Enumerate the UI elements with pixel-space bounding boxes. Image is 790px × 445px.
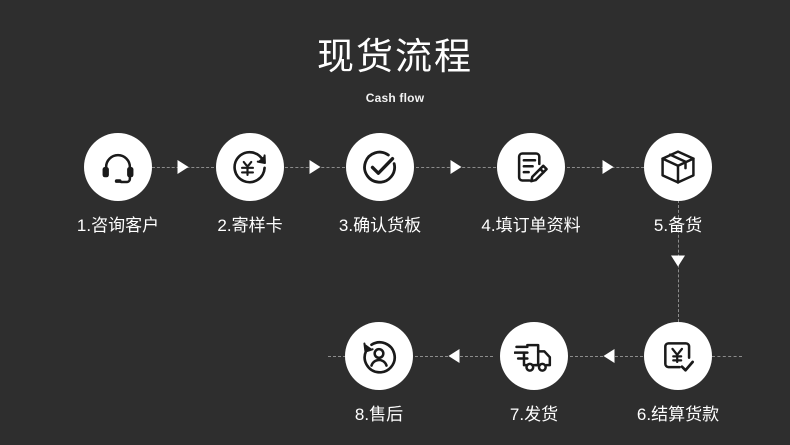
step-4-label: 4.填订单资料 <box>481 216 581 235</box>
arrow-right-icon <box>309 160 321 174</box>
delivery-truck-icon <box>514 336 554 376</box>
arrow-right-icon <box>177 160 189 174</box>
step-8-label: 8.售后 <box>354 405 404 424</box>
arrow-left-icon <box>448 349 460 363</box>
step-8-circle[interactable] <box>345 322 413 390</box>
arrow-right-icon <box>450 160 462 174</box>
title-block: 现货流程 Cash flow <box>0 34 790 106</box>
connector-step5-step6 <box>671 200 685 322</box>
flow-step-1[interactable]: 1.咨询客户 <box>63 133 173 237</box>
step-1-circle[interactable] <box>84 133 152 201</box>
page-title: 现货流程 <box>317 36 473 77</box>
arrow-down-icon <box>671 255 685 267</box>
flow-step-8[interactable]: 8.售后 <box>324 322 434 426</box>
connector-tail-step6 <box>712 349 742 363</box>
step-1-label: 1.咨询客户 <box>76 216 160 235</box>
step-2-label: 2.寄样卡 <box>217 216 283 235</box>
step-7-label: 7.发货 <box>509 405 559 424</box>
check-circle-icon <box>360 147 400 187</box>
connector-tail-step8 <box>328 349 356 363</box>
flow-step-7[interactable]: 7.发货 <box>479 322 589 426</box>
sample-card-refresh-icon <box>230 147 270 187</box>
step-5-label: 5.备货 <box>653 216 703 235</box>
step-3-circle[interactable] <box>346 133 414 201</box>
connector-dash <box>712 356 742 357</box>
step-6-label: 6.结算货款 <box>636 405 720 424</box>
flow-step-5[interactable]: 5.备货 <box>623 133 733 237</box>
connector-step4-step5 <box>567 160 649 174</box>
step-4-circle[interactable] <box>497 133 565 201</box>
user-refresh-icon <box>359 336 399 376</box>
connector-dash <box>328 356 356 357</box>
headset-icon <box>99 148 137 186</box>
connector-step6-step7 <box>570 349 648 363</box>
connector-step1-step2 <box>152 160 214 174</box>
invoice-yen-check-icon <box>659 337 697 375</box>
step-2-circle[interactable] <box>216 133 284 201</box>
step-5-circle[interactable] <box>644 133 712 201</box>
page-subtitle: Cash flow <box>365 91 425 105</box>
arrow-left-icon <box>603 349 615 363</box>
package-box-icon <box>658 147 698 187</box>
arrow-right-icon <box>602 160 614 174</box>
flow-step-3[interactable]: 3.确认货板 <box>325 133 435 237</box>
connector-step7-step8 <box>415 349 493 363</box>
flow-step-2[interactable]: 2.寄样卡 <box>195 133 305 237</box>
connector-step3-step4 <box>416 160 496 174</box>
document-pencil-icon <box>512 148 550 186</box>
step-7-circle[interactable] <box>500 322 568 390</box>
step-6-circle[interactable] <box>644 322 712 390</box>
step-3-label: 3.确认货板 <box>338 216 422 235</box>
flow-step-6[interactable]: 6.结算货款 <box>623 322 733 426</box>
connector-step2-step3 <box>285 160 345 174</box>
flow-step-4[interactable]: 4.填订单资料 <box>476 133 586 237</box>
